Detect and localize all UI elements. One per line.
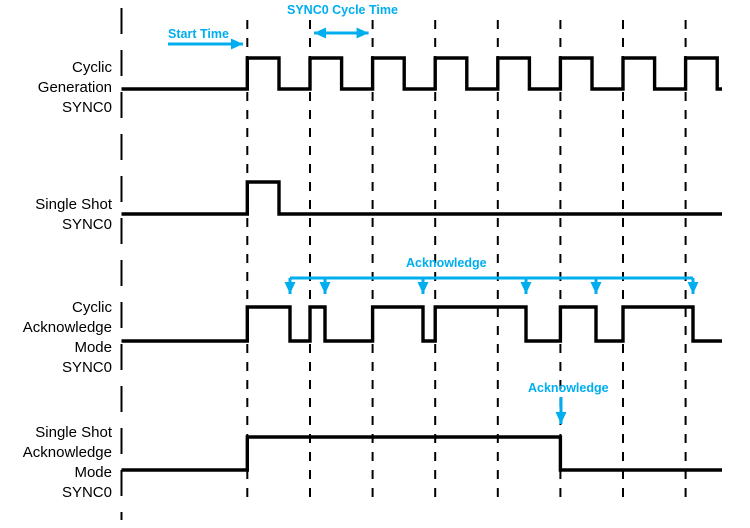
annotation-start-time-label: Start Time [168, 27, 229, 41]
waveform-cyclic-generation-sync0 [121, 56, 722, 91]
gridlines [120, 8, 687, 520]
row-label-cyclic-generation-sync0: Cyclic Generation SYNC0 [37, 59, 112, 116]
waveform-cyclic-acknowledge-mode-sync0 [121, 305, 722, 343]
annotation-cyclic-acknowledge-label: Acknowledge [406, 256, 487, 270]
annotation-sync0-cycle-time-label: SYNC0 Cycle Time [287, 3, 398, 17]
waveform-single-shot-acknowledge-mode-sync0 [121, 435, 722, 472]
row-label-cyclic-acknowledge-mode-sync0: Cyclic Acknowledge Mode SYNC0 [22, 299, 112, 376]
annotations [168, 27, 699, 424]
row-label-single-shot-acknowledge-mode-sync0: Single Shot Acknowledge Mode SYNC0 [22, 424, 112, 501]
row-label-single-shot-sync0: Single Shot SYNC0 [35, 196, 112, 233]
waveforms [121, 56, 722, 472]
annotation-single-shot-acknowledge-label: Acknowledge [528, 381, 609, 395]
waveform-single-shot-sync0 [121, 180, 722, 216]
